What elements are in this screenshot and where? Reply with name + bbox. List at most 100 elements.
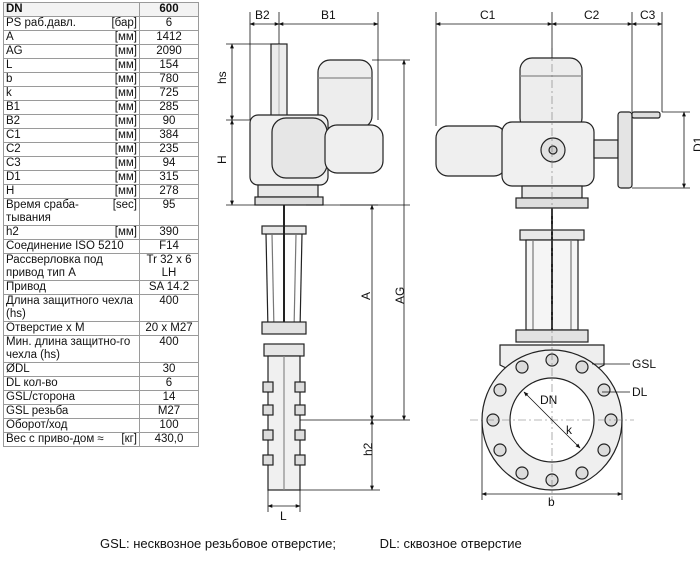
param-unit: [мм] [114, 87, 137, 99]
footnote: GSL: несквозное резьбовое отверстие; DL:… [100, 536, 620, 551]
param-unit: [мм] [114, 31, 137, 43]
param-name: GSL/сторона [3, 390, 140, 405]
param-value: 430,0 [139, 432, 199, 447]
param-unit: [мм] [114, 115, 137, 127]
param-value: 95 [139, 198, 199, 226]
label-C1: C1 [480, 8, 496, 22]
param-unit-wrap: C2[мм] [6, 143, 137, 156]
actuator-control [324, 124, 384, 174]
param-value: M27 [139, 404, 199, 419]
table-row: C1[мм]384 [3, 128, 199, 143]
param-value: 285 [139, 100, 199, 115]
param-cell: C1[мм] [3, 128, 140, 143]
param-unit: [мм] [114, 185, 137, 197]
param-name: b [6, 73, 13, 85]
param-name: GSL резьба [3, 404, 140, 419]
label-GSL: GSL [632, 357, 656, 371]
param-cell: H [мм] [3, 184, 140, 199]
label-C3: C3 [640, 8, 656, 22]
param-value: 278 [139, 184, 199, 199]
param-name: AG [6, 45, 23, 57]
table-row: C3 [мм]94 [3, 156, 199, 171]
param-value: 20 x M27 [139, 321, 199, 336]
side-dimensions [226, 12, 410, 512]
param-name: C3 [6, 157, 21, 169]
param-name: L [6, 59, 13, 71]
param-name: Длина защитного чехла (hs) [3, 294, 140, 322]
param-value: 400 [139, 294, 199, 322]
table-row: Вес с приво-дом ≈[кг]430,0 [3, 432, 199, 447]
param-value: 6 [139, 16, 199, 31]
param-value: 235 [139, 142, 199, 157]
label-AG: AG [393, 287, 407, 304]
param-unit: [мм] [114, 157, 137, 169]
param-value: F14 [139, 239, 199, 254]
param-cell: L[мм] [3, 58, 140, 73]
table-row: h2[мм]390 [3, 225, 199, 240]
param-value: 390 [139, 225, 199, 240]
table-row: B2[мм]90 [3, 114, 199, 129]
param-cell: A [мм] [3, 30, 140, 45]
footnote-gsl: GSL: несквозное резьбовое отверстие; [100, 536, 336, 551]
side-view [249, 43, 384, 491]
param-value: 384 [139, 128, 199, 143]
param-cell: D1 [мм] [3, 170, 140, 185]
label-DL: DL [632, 385, 648, 399]
param-unit: [мм] [114, 171, 137, 183]
param-value: 94 [139, 156, 199, 171]
param-name: A [6, 31, 14, 43]
label-hs: hs [215, 71, 229, 84]
param-value: 315 [139, 170, 199, 185]
param-unit-wrap: PS раб.давл.[бар] [6, 17, 137, 30]
param-unit-wrap: D1 [мм] [6, 171, 137, 184]
param-unit: [мм] [114, 101, 137, 113]
param-name: Привод [3, 280, 140, 295]
valve-drawing: B2 B1 hs H A AG h2 L C1 C2 C3 D1 GSL DL … [215, 8, 700, 523]
label-A: A [359, 292, 373, 300]
param-cell: h2[мм] [3, 225, 140, 240]
label-B2: B2 [255, 8, 270, 22]
param-unit-wrap: H [мм] [6, 185, 137, 198]
param-unit-wrap: L[мм] [6, 59, 137, 72]
table-row: b[мм]780 [3, 72, 199, 87]
param-name: ØDL [3, 362, 140, 377]
param-name: B1 [6, 101, 21, 113]
label-H: H [215, 155, 229, 164]
param-name: H [6, 185, 15, 197]
dimension-labels: B2 B1 hs H A AG h2 L C1 C2 C3 D1 GSL DL … [215, 8, 700, 523]
param-unit: [sec] [112, 199, 137, 211]
param-cell: C3 [мм] [3, 156, 140, 171]
table-row: L[мм]154 [3, 58, 199, 73]
param-cell: B1 [мм] [3, 100, 140, 115]
table-row: Время сраба-тывания[sec]95 [3, 198, 199, 226]
param-value: 14 [139, 390, 199, 405]
table-row: C2[мм]235 [3, 142, 199, 157]
front-control [435, 125, 507, 177]
header-value: 600 [139, 2, 199, 17]
param-value: 1412 [139, 30, 199, 45]
param-value: 30 [139, 362, 199, 377]
param-value: 2090 [139, 44, 199, 59]
param-name: D1 [6, 171, 21, 183]
table-row: H [мм]278 [3, 184, 199, 199]
label-L: L [280, 509, 287, 523]
param-cell: C2[мм] [3, 142, 140, 157]
table-row: k[мм]725 [3, 86, 199, 101]
table-row: Мин. длина защитно-го чехла (hs)400 [3, 335, 199, 363]
param-unit-wrap: k[мм] [6, 87, 137, 100]
param-name: Соединение ISO 5210 [3, 239, 140, 254]
label-b: b [548, 495, 555, 509]
param-value: 725 [139, 86, 199, 101]
param-name: Мин. длина защитно-го чехла (hs) [3, 335, 140, 363]
param-unit-wrap: h2[мм] [6, 226, 137, 239]
param-unit-wrap: Время сраба-тывания[sec] [6, 199, 137, 225]
param-cell: AG[мм] [3, 44, 140, 59]
param-name: C2 [6, 143, 21, 155]
param-unit-wrap: AG[мм] [6, 45, 137, 58]
